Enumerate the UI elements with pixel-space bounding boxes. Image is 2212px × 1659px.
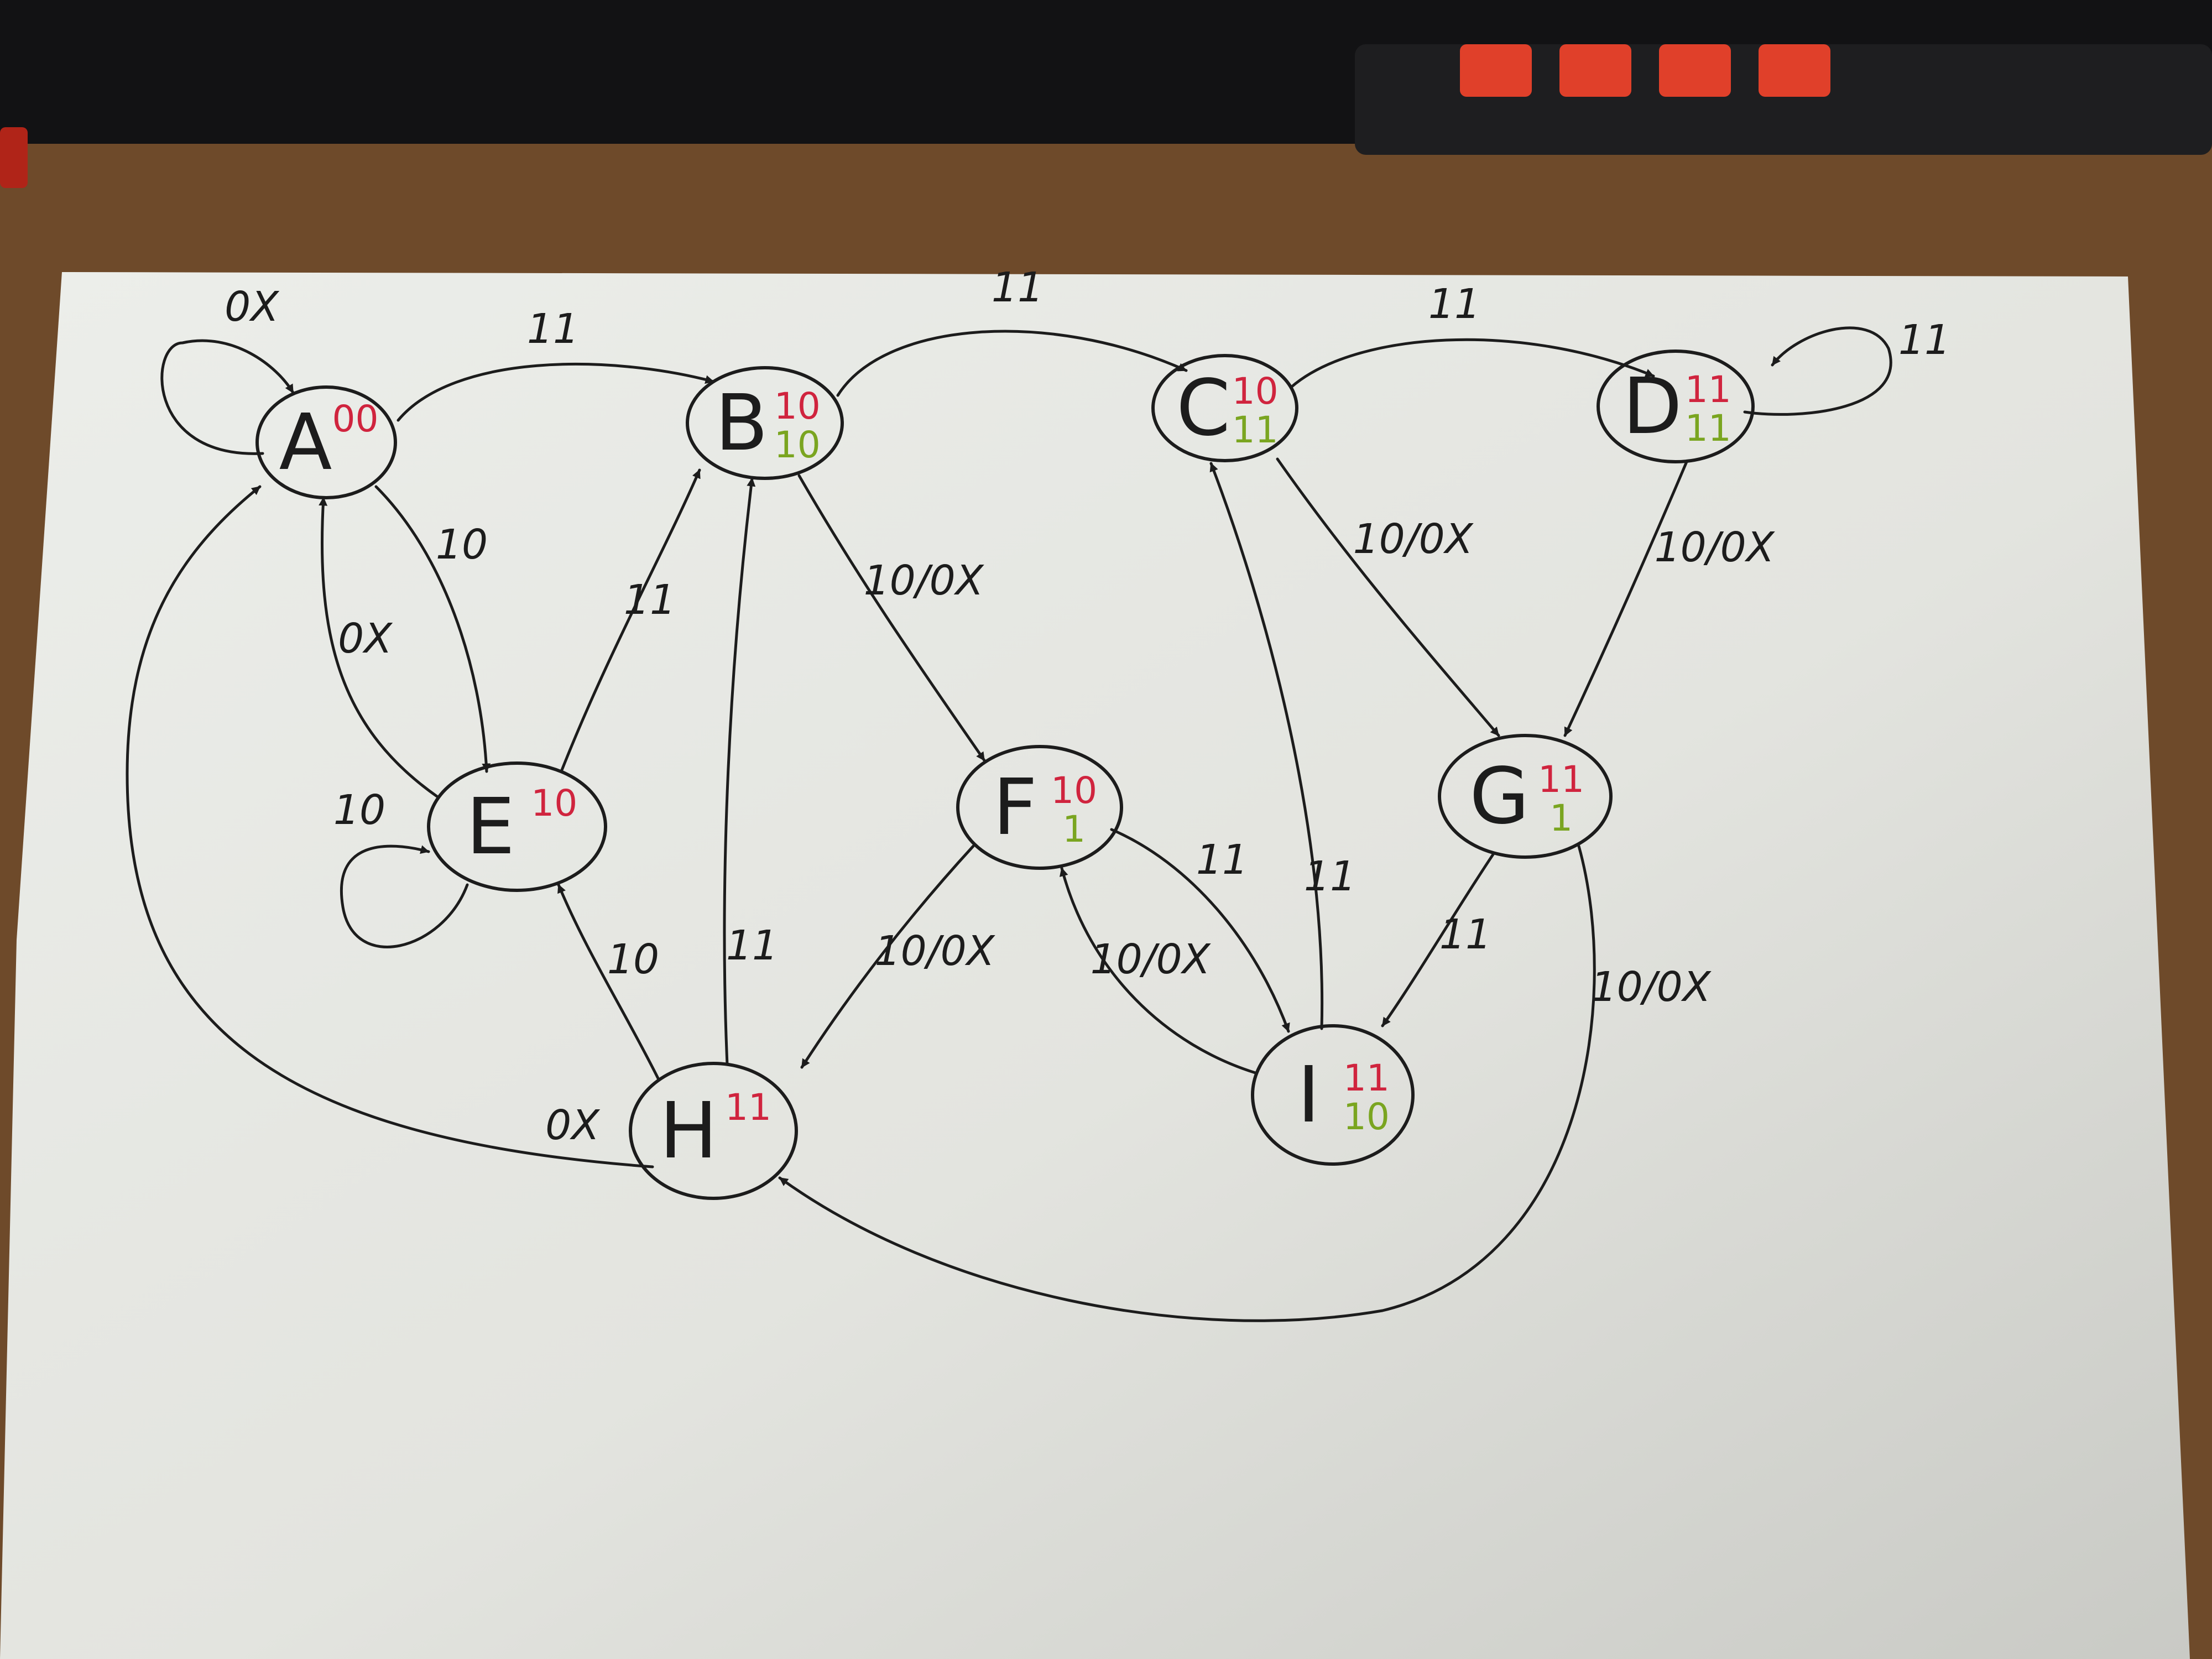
- state-outline-g: [1438, 734, 1613, 859]
- state-output-bottom-b: 10: [774, 424, 821, 466]
- state-label-c: C: [1176, 363, 1230, 453]
- edge-label-f-to-h: 10/0X: [875, 927, 996, 975]
- state-outline-f: [956, 745, 1123, 870]
- edge-label-d-to-g: 10/0X: [1655, 524, 1776, 571]
- edge-label-h-to-e: 10: [607, 936, 659, 983]
- edge-label-e-to-a: 0X: [338, 615, 393, 662]
- state-output-top-i: 11: [1343, 1057, 1390, 1099]
- edge-b-to-f: [797, 474, 986, 762]
- transition-edges: [126, 326, 1892, 1322]
- edge-label-d-to-d: 11: [1898, 316, 1950, 364]
- state-output-top-b: 10: [774, 385, 821, 427]
- edge-label-h-to-b: 11: [726, 922, 778, 969]
- state-output-bottom-i: 10: [1343, 1095, 1390, 1138]
- edge-label-e-to-b: 11: [624, 576, 676, 624]
- state-output-top-e: 10: [531, 782, 577, 825]
- edge-f-to-h: [800, 844, 975, 1069]
- state-output-top-d: 11: [1685, 368, 1731, 411]
- keyboard-light-2: [1559, 44, 1631, 97]
- state-outline-h: [629, 1062, 798, 1200]
- state-outline-i: [1251, 1024, 1415, 1166]
- edge-a-to-e: [374, 485, 491, 773]
- keyboard-light-1: [1460, 44, 1532, 97]
- edge-e-to-e: [340, 844, 469, 948]
- edge-h-to-b: [723, 477, 756, 1066]
- state-output-top-f: 10: [1051, 769, 1097, 812]
- edge-a-to-a: [160, 339, 295, 455]
- edge-g-to-h: [778, 844, 1596, 1322]
- edge-label-i-to-c: 11: [1304, 853, 1356, 900]
- edge-b-to-c: [836, 330, 1188, 397]
- keyboard-light-3: [1659, 44, 1731, 97]
- state-outline-d: [1597, 349, 1755, 463]
- state-output-bottom-c: 11: [1232, 409, 1279, 451]
- edge-c-to-d: [1290, 338, 1655, 389]
- edge-h-to-a: [126, 485, 654, 1168]
- edge-label-e-to-e: 10: [333, 786, 385, 834]
- state-output-top-c: 10: [1232, 370, 1279, 413]
- state-output-top-a: 00: [332, 398, 379, 440]
- edge-i-to-f: [1059, 867, 1257, 1074]
- state-label-h: H: [659, 1086, 717, 1176]
- edge-label-h-to-a: 0X: [545, 1102, 601, 1149]
- state-label-a: A: [279, 398, 332, 488]
- state-outline-a: [255, 385, 397, 499]
- state-e: E 10: [427, 761, 607, 892]
- state-label-g: G: [1469, 752, 1530, 842]
- state-f: F 101: [956, 745, 1123, 870]
- edge-h-to-e: [557, 883, 660, 1080]
- edge-label-a-to-a: 0X: [225, 283, 280, 331]
- state-label-b: B: [715, 378, 768, 468]
- state-output-bottom-d: 11: [1685, 407, 1731, 450]
- state-output-top-h: 11: [725, 1086, 771, 1129]
- paper-sheet: [0, 272, 2190, 1659]
- state-output-bottom-g: 1: [1550, 797, 1573, 839]
- state-output-bottom-f: 1: [1062, 808, 1086, 851]
- edge-e-to-b: [560, 468, 701, 773]
- state-label-i: I: [1297, 1050, 1320, 1140]
- state-output-top-g: 11: [1538, 758, 1584, 801]
- edge-e-to-a: [319, 496, 439, 798]
- keyboard-light-left: [0, 127, 28, 188]
- edge-label-f-to-i: 11: [1196, 836, 1248, 884]
- state-label-f: F: [993, 763, 1037, 853]
- edge-label-b-to-f: 10/0X: [864, 557, 985, 604]
- edge-g-to-i: [1381, 853, 1495, 1027]
- edge-label-i-to-f: 10/0X: [1091, 936, 1212, 983]
- edge-i-to-c: [1209, 462, 1324, 1030]
- state-outline-e: [427, 761, 607, 892]
- edge-label-g-to-i: 11: [1439, 911, 1491, 958]
- edge-d-to-g: [1563, 460, 1688, 737]
- state-label-e: E: [466, 782, 515, 872]
- state-label-d: D: [1623, 362, 1682, 452]
- keyboard-light-4: [1759, 44, 1830, 97]
- edge-label-a-to-e: 10: [436, 521, 488, 568]
- edge-a-to-b: [397, 362, 715, 422]
- state-outline-c: [1151, 354, 1298, 462]
- edge-d-to-d: [1743, 326, 1892, 416]
- edge-label-c-to-g: 10/0X: [1353, 515, 1474, 563]
- edge-label-g-to-h: 10/0X: [1591, 963, 1712, 1011]
- edge-c-to-g: [1276, 457, 1500, 737]
- edge-label-c-to-d: 11: [1428, 280, 1480, 328]
- edge-f-to-i: [1110, 828, 1290, 1033]
- state-outline-b: [686, 366, 844, 480]
- edge-label-b-to-c: 11: [992, 264, 1044, 311]
- edge-label-a-to-b: 11: [527, 305, 579, 353]
